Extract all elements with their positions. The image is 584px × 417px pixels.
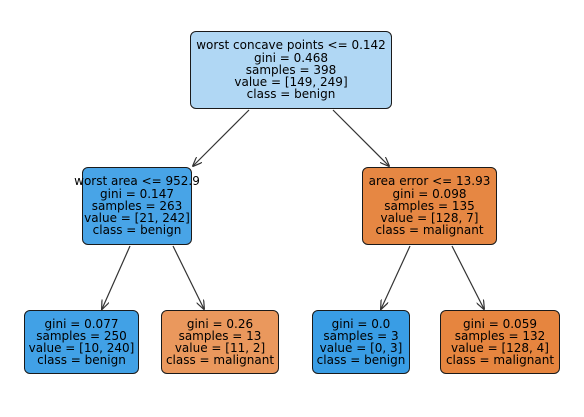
- node-samples: samples = 398: [245, 62, 337, 77]
- node-value: value = [11, 2]: [174, 341, 266, 355]
- node-gini: gini = 0.059: [463, 316, 537, 331]
- tree-leaf-right-right: gini = 0.059 samples = 132 value = [128,…: [440, 310, 560, 374]
- node-value: value = [128, 4]: [451, 341, 549, 355]
- node-gini: gini = 0.147: [100, 186, 174, 201]
- node-gini: gini = 0.0: [331, 316, 391, 331]
- node-samples: samples = 263: [91, 198, 183, 213]
- edge-left-leftright: [172, 245, 204, 309]
- node-value: value = [149, 249]: [234, 75, 348, 90]
- node-gini: gini = 0.077: [44, 316, 119, 331]
- node-split-rule: area error <= 13.93: [368, 174, 491, 189]
- node-value: value = [0, 3]: [319, 341, 403, 355]
- tree-node-right: area error <= 13.93 gini = 0.098 samples…: [362, 167, 497, 245]
- tree-leaf-right-left: gini = 0.0 samples = 3 value = [0, 3] cl…: [312, 310, 410, 374]
- node-samples: samples = 250: [36, 328, 127, 343]
- node-value: value = [10, 240]: [28, 341, 135, 355]
- node-class: class = benign: [246, 87, 336, 102]
- edge-root-right: [332, 109, 389, 166]
- edge-right-rightleft: [381, 245, 411, 309]
- node-value: value = [21, 242]: [84, 211, 190, 226]
- node-split-rule: worst area <= 952.9: [74, 174, 200, 189]
- node-class: class = benign: [37, 353, 126, 368]
- node-gini: gini = 0.468: [254, 50, 328, 65]
- tree-node-left: worst area <= 952.9 gini = 0.147 samples…: [74, 167, 200, 245]
- edge-left-leftleft: [102, 245, 131, 309]
- node-gini: gini = 0.26: [186, 316, 254, 331]
- node-class: class = malignant: [165, 353, 275, 368]
- edge-root-left: [193, 109, 250, 166]
- node-samples: samples = 132: [454, 328, 546, 343]
- edge-right-rightright: [451, 245, 484, 309]
- node-samples: samples = 13: [178, 328, 262, 343]
- node-samples: samples = 3: [323, 328, 399, 343]
- tree-leaf-left-right: gini = 0.26 samples = 13 value = [11, 2]…: [161, 310, 279, 374]
- node-class: class = malignant: [445, 353, 555, 368]
- node-split-rule: worst concave points <= 0.142: [196, 38, 386, 53]
- node-samples: samples = 135: [384, 198, 475, 213]
- node-class: class = malignant: [375, 223, 484, 238]
- tree-node-root: worst concave points <= 0.142 gini = 0.4…: [190, 31, 392, 109]
- node-value: value = [128, 7]: [380, 211, 479, 226]
- node-gini: gini = 0.098: [392, 186, 467, 201]
- tree-leaf-left-left: gini = 0.077 samples = 250 value = [10, …: [24, 310, 139, 374]
- node-class: class = benign: [92, 223, 182, 238]
- node-class: class = benign: [316, 353, 406, 368]
